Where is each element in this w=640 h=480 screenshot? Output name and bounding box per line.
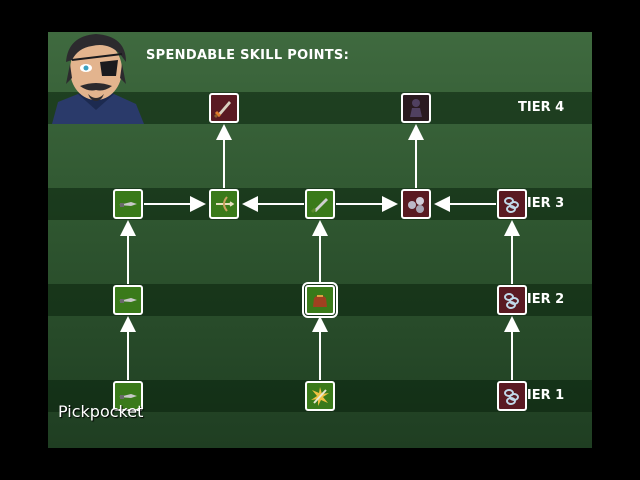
blade-icon [310, 198, 328, 214]
skill-node-sword[interactable] [209, 93, 239, 123]
tier-3-label: TIER 3 [518, 196, 565, 211]
connection-arrows [120, 124, 520, 380]
dagger-icon [119, 202, 137, 207]
selected-skill-name: Pickpocket [58, 402, 144, 421]
shadow-figure-icon [410, 99, 422, 117]
skill-node-crossbow[interactable] [209, 189, 239, 219]
skill-node-dagger-t1[interactable] [113, 381, 143, 411]
tier-1-label: TIER 1 [518, 388, 565, 403]
tier-2-label: TIER 2 [518, 292, 565, 307]
dagger-icon [119, 298, 137, 303]
chains-icon [504, 293, 519, 309]
skill-node-orbs[interactable] [401, 189, 431, 219]
orbs-icon [408, 197, 424, 213]
skill-node-pouch[interactable] [302, 282, 338, 318]
tier-4-label: TIER 4 [518, 100, 565, 115]
skill-node-dagger-t2[interactable] [113, 285, 143, 315]
skill-node-burst[interactable] [305, 381, 335, 411]
skill-node-dagger-t3[interactable] [113, 189, 143, 219]
dagger-icon [119, 394, 137, 399]
skill-node-chains-t3[interactable] [497, 189, 527, 219]
skill-node-chains-t2[interactable] [497, 285, 527, 315]
burst-icon [311, 387, 329, 406]
pouch-icon [313, 295, 327, 307]
crossbow-icon [216, 196, 235, 212]
skill-points-title: SPENDABLE SKILL POINTS: [146, 48, 350, 63]
chains-icon [504, 197, 519, 213]
sword-icon [213, 101, 231, 119]
character-portrait [52, 34, 144, 124]
skill-node-shadow[interactable] [401, 93, 431, 123]
skill-node-chains-t1[interactable] [497, 381, 527, 411]
skill-tree-panel: TIER 4 TIER 3 TIER 2 TIER 1 SPENDABLE SK… [48, 32, 592, 448]
skill-node-blade[interactable] [305, 189, 335, 219]
chains-icon [504, 389, 519, 405]
